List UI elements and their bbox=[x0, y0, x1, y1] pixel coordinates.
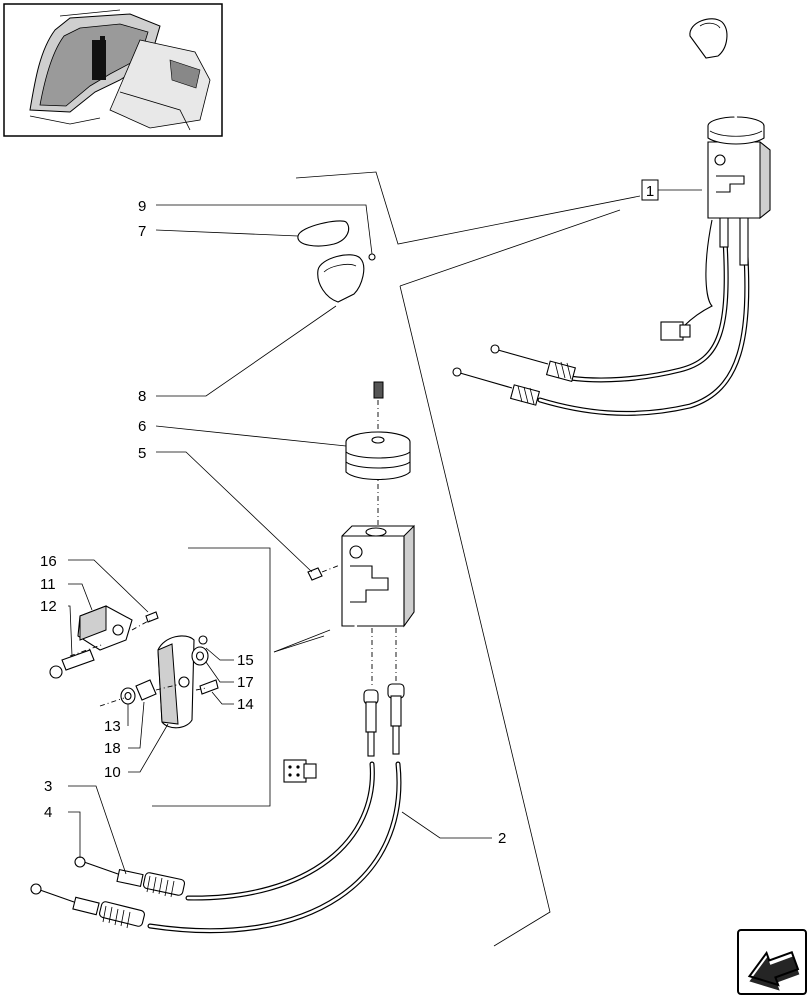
callout-1: 1 bbox=[641, 179, 659, 201]
electrical-connector bbox=[283, 759, 317, 783]
bracket-subassembly bbox=[49, 605, 219, 729]
part-6-boot bbox=[345, 431, 411, 480]
callout-4: 4 bbox=[44, 804, 52, 821]
callout-8: 8 bbox=[138, 388, 146, 405]
lever-block bbox=[341, 524, 415, 628]
part-7-pad bbox=[297, 220, 350, 247]
callout-5: 5 bbox=[138, 445, 146, 462]
cable-rods bbox=[363, 683, 405, 757]
leader-lines bbox=[68, 189, 702, 875]
callout-13: 13 bbox=[104, 718, 121, 735]
location-thumbnail bbox=[3, 3, 223, 137]
callout-11: 11 bbox=[40, 576, 56, 593]
callout-14: 14 bbox=[237, 696, 254, 713]
svg-text:1: 1 bbox=[646, 183, 654, 200]
exploded-lever-parts bbox=[30, 220, 415, 934]
cable-end-3 bbox=[74, 856, 186, 898]
callout-16: 16 bbox=[40, 553, 57, 570]
complete-lever-assembly bbox=[452, 18, 771, 416]
callout-9: 9 bbox=[138, 198, 146, 215]
callout-18: 18 bbox=[104, 740, 121, 757]
callout-7: 7 bbox=[138, 223, 146, 240]
callout-3: 3 bbox=[44, 778, 52, 795]
callout-labels: 1 2 3 4 5 6 7 8 9 10 11 12 13 14 15 16 1… bbox=[40, 179, 659, 847]
next-page-arrow-icon[interactable] bbox=[737, 929, 807, 998]
callout-6: 6 bbox=[138, 418, 146, 435]
part-8-knob bbox=[317, 254, 365, 303]
callout-2: 2 bbox=[498, 830, 506, 847]
part-9-ball bbox=[368, 253, 376, 261]
callout-10: 10 bbox=[104, 764, 121, 781]
callout-17: 17 bbox=[237, 674, 254, 691]
callout-15: 15 bbox=[237, 652, 254, 669]
callout-12: 12 bbox=[40, 598, 57, 615]
assembly-outline-lines bbox=[152, 171, 641, 947]
cable-end-4 bbox=[30, 883, 145, 929]
